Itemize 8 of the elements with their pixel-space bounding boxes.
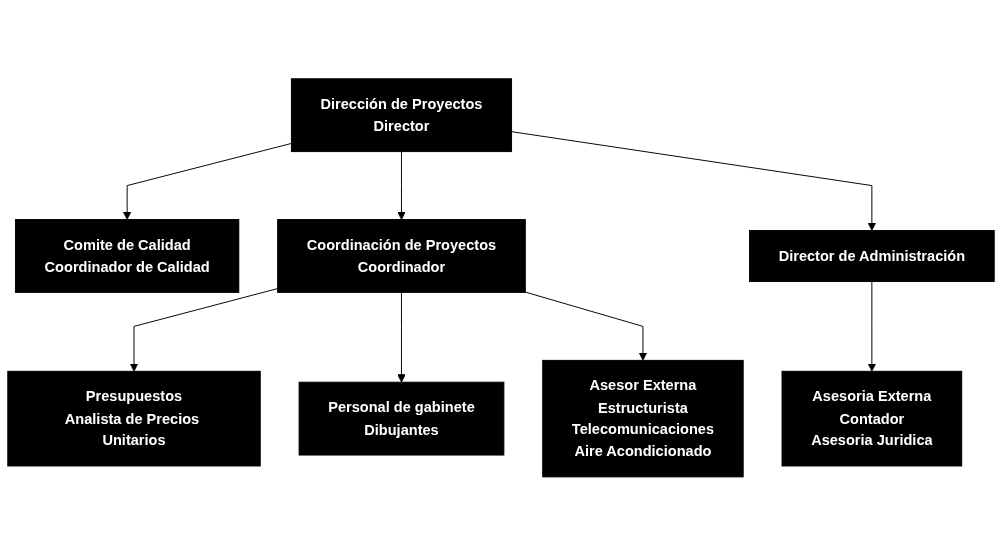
node-box: Coordinación de Proyectos Coordinador	[277, 219, 526, 294]
node-box: Presupuestos Analista de Precios Unitarios	[7, 370, 261, 467]
node-box: Comite de Calidad Coordinador de Calidad	[14, 219, 240, 294]
node-box: Personal de gabinete Dibujantes	[298, 381, 505, 456]
node-box: Director de Administración	[749, 230, 995, 283]
node-box: Asesoria Externa Contador Asesoria Juridica	[781, 370, 963, 467]
node-box: Dirección de Proyectos Director	[290, 78, 513, 153]
node-box: Asesor Externa Estructurista Telecomunicaciones Aire Acondicionado	[542, 360, 744, 478]
